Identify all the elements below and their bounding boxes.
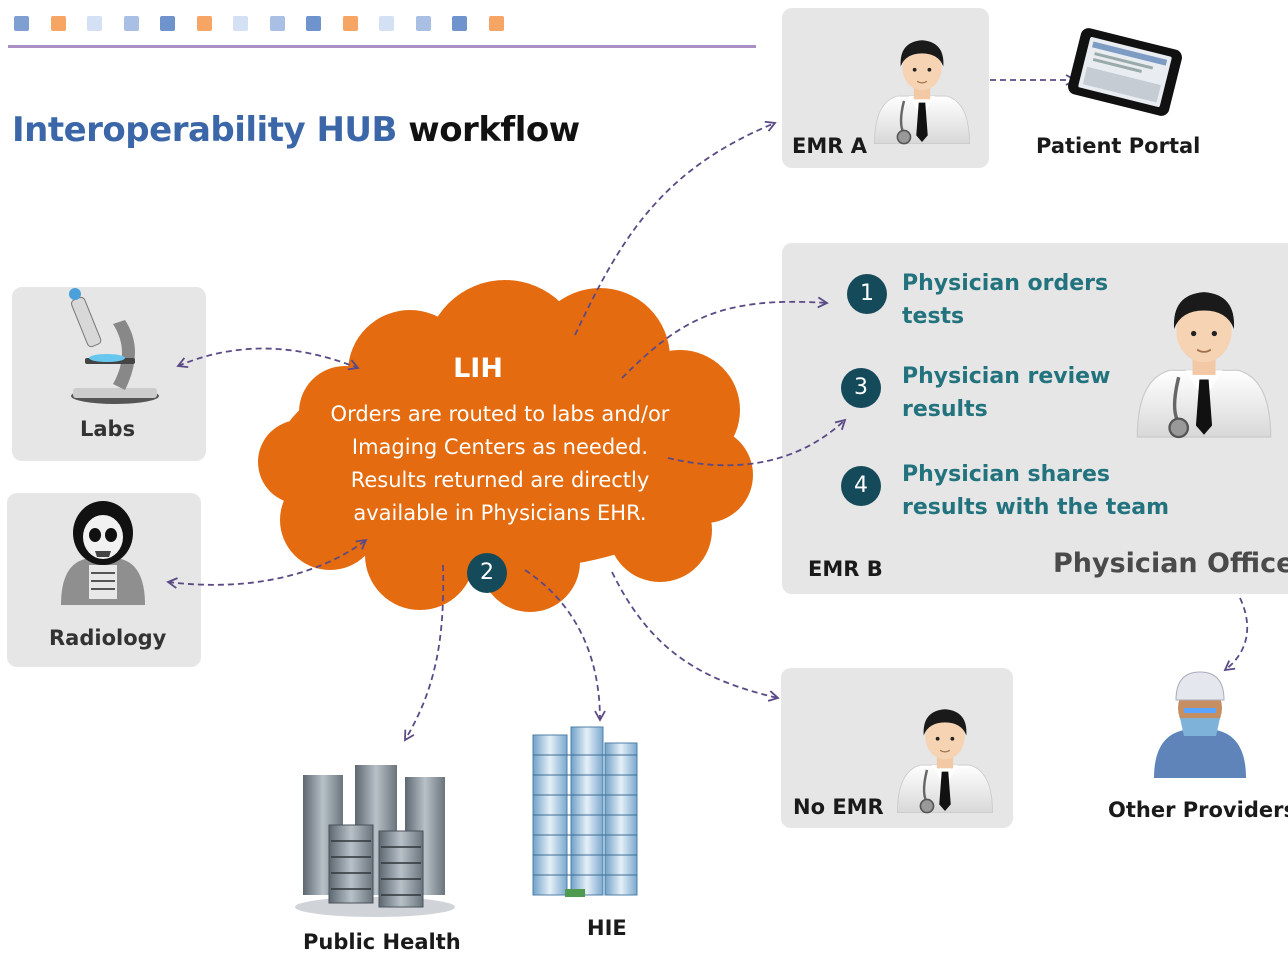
microscope-icon — [69, 288, 159, 404]
tablet-icon — [1068, 28, 1182, 116]
labs-label: Labs — [80, 417, 136, 441]
accent-square — [452, 16, 467, 31]
hie-label: HIE — [587, 916, 627, 940]
accent-square — [306, 16, 321, 31]
step-1-text-line2: tests — [902, 304, 965, 329]
emr-a-label: EMR A — [792, 134, 867, 158]
doctor-icon — [896, 708, 994, 814]
step-3-badge: 3 — [841, 368, 881, 408]
other-providers-label: Other Providers — [1108, 798, 1288, 822]
header-rule — [8, 45, 756, 48]
step-3-text-line2: results — [902, 397, 988, 422]
hub-description-line-1: Orders are routed to labs and/or — [330, 402, 670, 426]
accent-square — [123, 16, 139, 31]
radiology-label: Radiology — [49, 626, 167, 650]
doctor-icon — [873, 39, 971, 145]
hub-description-line-4: available in Physicians EHR. — [353, 501, 647, 525]
no-emr-label: No EMR — [793, 795, 884, 819]
step-4-badge: 4 — [841, 466, 881, 506]
surgeon-icon — [1154, 671, 1246, 778]
step-4-text-line1: Physician shares — [902, 462, 1110, 487]
step-2-badge: 2 — [467, 553, 507, 593]
accent-square — [415, 16, 431, 31]
title-rest: workflow — [408, 110, 580, 150]
accent-square — [160, 16, 175, 31]
accent-square — [196, 16, 212, 31]
step-1-badge: 1 — [847, 274, 887, 314]
emr-b-label: EMR B — [808, 557, 883, 581]
accent-square — [342, 16, 358, 31]
step-4-text-line2: results with the team — [902, 495, 1170, 520]
step-1-text-line1: Physician orders — [902, 271, 1109, 296]
labs-panel — [12, 287, 206, 461]
lih-cloud — [258, 280, 753, 612]
accent-square — [269, 16, 285, 31]
page-title: Interoperability HUB workflow — [12, 110, 580, 150]
hub-name: LIH — [453, 353, 503, 384]
hub-description-line-3: Results returned are directly — [350, 468, 650, 492]
title-highlight: Interoperability HUB — [12, 110, 397, 150]
doctor-icon — [1135, 290, 1273, 439]
tower-buildings-icon — [532, 726, 638, 897]
accent-square — [379, 16, 394, 31]
physician-office-label: Physician Office — [1053, 548, 1288, 579]
accent-square — [50, 16, 66, 31]
accent-square — [233, 16, 248, 31]
office-buildings-icon — [295, 765, 455, 917]
patient-portal-label: Patient Portal — [1036, 134, 1201, 158]
accent-square — [87, 16, 102, 31]
hub-description-line-2: Imaging Centers as needed. — [351, 435, 649, 459]
public-health-label: Public Health — [303, 930, 461, 954]
accent-square — [488, 16, 504, 31]
step-3-text-line1: Physician review — [902, 364, 1111, 389]
accent-square — [14, 16, 29, 31]
xray-person-icon — [61, 501, 145, 605]
